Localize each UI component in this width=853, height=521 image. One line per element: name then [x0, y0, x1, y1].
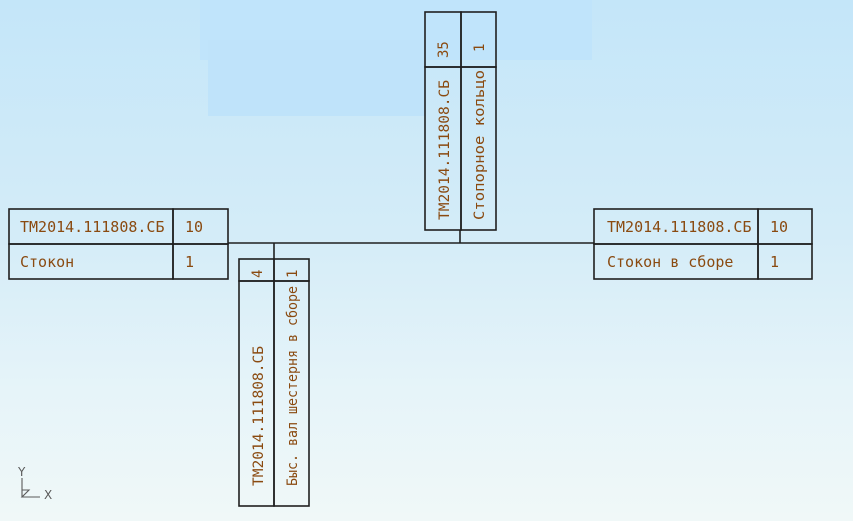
right-table[interactable]: ТМ2014.111808.СБ 10 Стокон в сборе 1 — [593, 208, 813, 280]
right-table-qty: 10 — [770, 218, 788, 236]
axis-x-label: X — [44, 488, 52, 502]
top-table-count: 1 — [472, 44, 488, 52]
top-table-designation: ТМ2014.111808.СБ — [437, 80, 453, 220]
right-table-name: Стокон в сборе — [607, 253, 733, 271]
bottom-table-qty: 4 — [250, 270, 266, 278]
axis-y-label: Y — [17, 465, 26, 479]
bottom-table-count: 1 — [285, 270, 301, 278]
right-table-cell — [757, 243, 813, 280]
top-table-cell — [460, 11, 497, 68]
right-table-count: 1 — [770, 253, 779, 271]
top-table-name: Стопорное кольцо — [472, 70, 488, 220]
top-table[interactable]: 35 1 ТМ2014.111808.СБ Стопорное кольцо — [424, 11, 497, 231]
background-panel-mid — [208, 40, 426, 116]
left-table-name: Стокон — [20, 253, 74, 271]
top-table-cell — [460, 66, 497, 231]
bottom-table-name: Быс. вал шестерня в сборе — [285, 286, 301, 486]
top-table-qty: 35 — [436, 41, 452, 58]
left-table[interactable]: ТМ2014.111808.СБ 10 Стокон 1 — [8, 208, 229, 280]
right-table-designation: ТМ2014.111808.СБ — [607, 218, 752, 236]
left-table-count: 1 — [185, 253, 194, 271]
left-table-cell — [172, 243, 229, 280]
left-table-designation: ТМ2014.111808.СБ — [20, 218, 165, 236]
bottom-table-designation: ТМ2014.111808.СБ — [251, 346, 267, 486]
ucs-axis-icon: Y X — [17, 465, 52, 502]
bottom-table-cell — [273, 280, 310, 507]
left-table-qty: 10 — [185, 218, 203, 236]
bottom-table[interactable]: 4 1 ТМ2014.111808.СБ Быс. вал шестерня в… — [238, 258, 310, 507]
